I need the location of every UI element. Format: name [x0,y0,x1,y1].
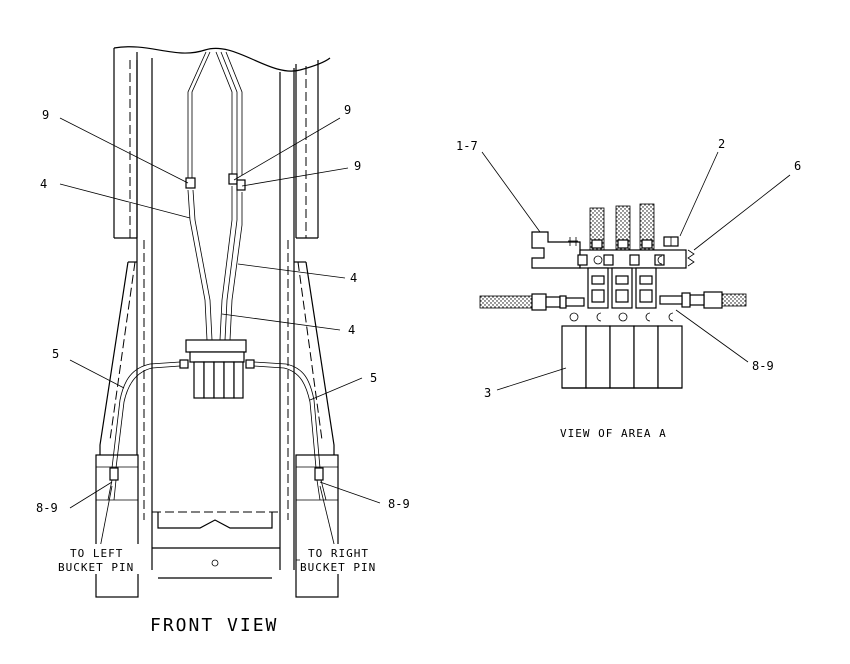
callout-4-right-upper: 4 [350,271,357,285]
side-hoses [107,361,327,501]
fitting-right-upper-1 [228,173,238,185]
callout-1-7: 1-7 [456,139,478,153]
left-pin-label-line1: TO LEFT [70,547,123,560]
callout-9-right-top: 9 [344,103,351,117]
callout-8-9-area: 8-9 [752,359,774,373]
callout-4-right-lower: 4 [348,323,355,337]
right-pin-label-line2: BUCKET PIN [300,561,376,574]
fitting-left-upper [185,177,196,189]
fitting-right-upper-2 [236,179,246,191]
upper-hoses [185,51,246,341]
left-boom-arm [99,48,153,570]
left-pin-label-line2: BUCKET PIN [58,561,134,574]
valve-block [179,339,255,399]
callout-2: 2 [718,137,725,151]
callout-9-left: 9 [42,108,49,122]
front-leaders [59,117,381,549]
valve-bank [561,325,683,389]
hose-side-left [479,295,533,309]
break-line [113,46,331,72]
hose-side-right [721,293,747,307]
right-boom-arm [279,60,335,570]
callout-5-right: 5 [370,371,377,385]
port-markers [569,255,674,322]
callout-4-left: 4 [40,177,47,191]
callout-8-9-right: 8-9 [388,497,410,511]
right-pin-label-line1: TO RIGHT [308,547,369,560]
area-a-view: 1-7 2 6 8-9 3 VIEW OF AREA A [456,137,801,440]
callout-3: 3 [484,386,491,400]
pivot-hole [211,559,219,567]
front-view: 9 9 9 4 4 4 5 5 8-9 8-9 TO LEFT BUCKET P… [36,46,410,636]
front-view-title: FRONT VIEW [150,615,278,636]
fitting-left-pin [109,467,119,481]
lower-frame [95,454,339,598]
fitting-right-pin [314,467,324,481]
area-leaders [481,151,791,391]
callout-8-9-left: 8-9 [36,501,58,515]
area-a-title: VIEW OF AREA A [560,427,667,440]
callout-6: 6 [794,159,801,173]
callout-9-right-low: 9 [354,159,361,173]
callout-5-left: 5 [52,347,59,361]
